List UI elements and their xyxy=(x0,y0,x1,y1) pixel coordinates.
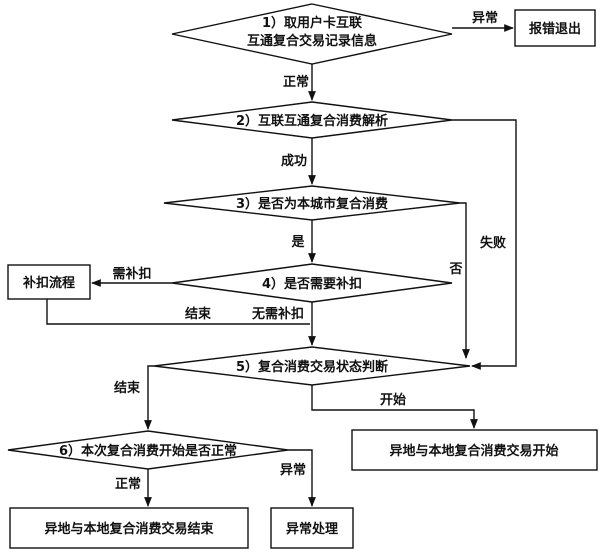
decision-1-label-line2: 互通复合交易记录信息 xyxy=(247,33,377,49)
decision-3-label: 3）是否为本城市复合消费 xyxy=(236,196,388,212)
abnormal-box xyxy=(270,507,354,549)
edge-label-supplement-d5: 结束 xyxy=(185,306,212,322)
end-box-label: 异地与本地复合消费交易结束 xyxy=(44,521,214,537)
exit-box-label: 报错退出 xyxy=(529,21,581,37)
edge-supplement-d5 xyxy=(46,299,310,325)
edge-label-d1-d2: 正常 xyxy=(283,74,309,90)
edge-d2-d5 xyxy=(452,119,517,370)
decision-6-label: 6）本次复合消费开始是否正常 xyxy=(59,443,237,459)
decision-1-label-line1: 1）取用户卡互联 xyxy=(262,15,362,31)
decision-5-label: 5）复合消费交易状态判断 xyxy=(236,359,388,375)
edge-label-d5-start: 开始 xyxy=(380,392,406,408)
edge-label-d2-d5: 失败 xyxy=(480,235,506,251)
exit-box xyxy=(514,9,596,47)
start-box xyxy=(351,429,598,471)
edge-label-d3-d5: 否 xyxy=(448,262,462,277)
edge-d5-start xyxy=(311,385,478,429)
supplement-box-label: 补扣流程 xyxy=(22,275,75,291)
decision-4-label: 4）是否需要补扣 xyxy=(262,276,362,292)
edge-label-d6-end: 正常 xyxy=(115,476,141,492)
edge-label-d5-d6: 结束 xyxy=(114,380,141,396)
edge-label-d2-d3: 成功 xyxy=(281,153,307,169)
end-box xyxy=(9,507,249,549)
edge-label-d4-supplement: 需补扣 xyxy=(112,266,151,282)
edge-d3-d5 xyxy=(460,202,470,359)
edge-label-d3-d4: 是 xyxy=(290,235,305,250)
edge-label-d4-d5: 无需补扣 xyxy=(251,306,304,322)
edge-label-d6-abnormal: 异常 xyxy=(280,462,306,478)
start-box-label: 异地与本地复合消费交易开始 xyxy=(389,443,558,459)
abnormal-box-label: 异常处理 xyxy=(286,521,338,537)
decision-2-label: 2）互联互通复合消费解析 xyxy=(236,113,388,129)
edge-d6-abnormal xyxy=(288,449,316,507)
edge-label-d1-exit: 异常 xyxy=(472,10,498,26)
supplement-box xyxy=(7,264,91,300)
edge-d5-d6 xyxy=(144,365,154,430)
